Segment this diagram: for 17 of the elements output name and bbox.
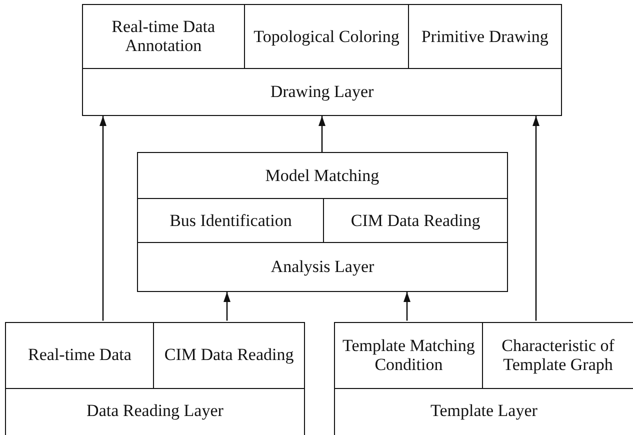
layer-box xyxy=(82,4,562,116)
layer-box xyxy=(334,322,633,435)
layer-title: Analysis Layer xyxy=(270,256,376,278)
module-cell: Bus Identification xyxy=(136,198,325,244)
arrow xyxy=(404,292,410,321)
layer-title: Data Reading Layer xyxy=(86,400,224,422)
module-cell: CIM Data Reading xyxy=(153,322,305,389)
arrow xyxy=(100,116,106,321)
arrow xyxy=(318,116,326,152)
module-cell: CIM Data Reading xyxy=(323,198,508,244)
arrow xyxy=(224,292,230,321)
layer-title: Template Layer xyxy=(430,400,538,422)
arrow xyxy=(532,116,540,321)
layer-box xyxy=(5,322,305,435)
module-cell: Characteristic of Template Graph xyxy=(482,322,633,389)
layer-title: Drawing Layer xyxy=(269,81,375,103)
layer-box xyxy=(137,152,508,292)
